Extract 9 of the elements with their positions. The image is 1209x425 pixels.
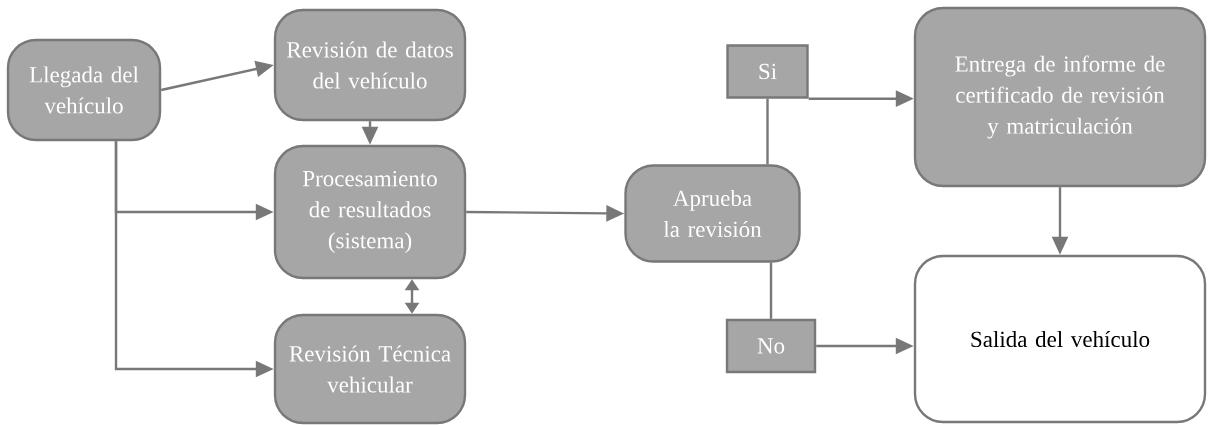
process-box: Llegada del vehículo	[6, 38, 162, 142]
process-box: Procesamiento de resultados (sistema)	[273, 144, 467, 280]
process-box: Entrega de informe de certificado de revisión y matriculación	[913, 6, 1207, 188]
process-box: Revisión de datos del vehículo	[273, 8, 467, 122]
process-box: Revisión Técnica vehicular	[273, 313, 467, 425]
end-box: Salida del vehículo	[913, 254, 1207, 424]
answer-box: Si	[726, 44, 809, 99]
answer-box: No	[725, 318, 817, 374]
decision-box: Aprueba la revisión	[624, 164, 801, 263]
